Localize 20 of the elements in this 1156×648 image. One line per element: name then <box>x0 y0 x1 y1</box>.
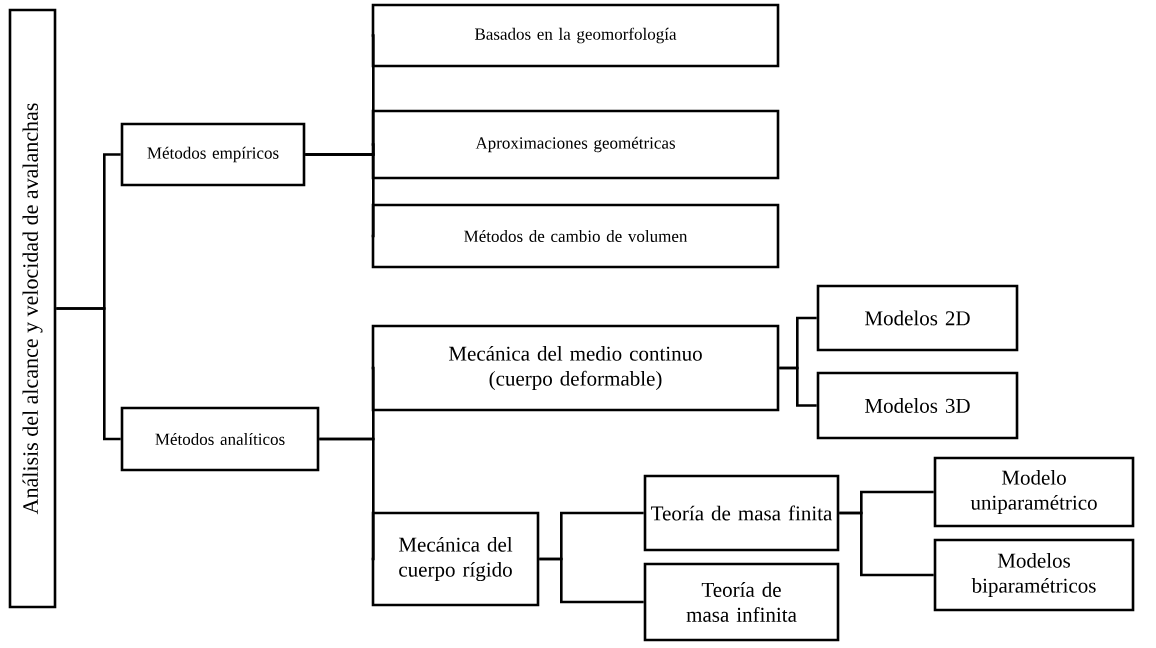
box: Modelo uniparamétrico <box>933 456 1135 528</box>
connector <box>839 511 934 577</box>
connector <box>56 307 121 441</box>
box: Análisis del alcance y velocidad de avalanchas <box>8 8 57 609</box>
box: Mecánica del medio continuo (cuerpo deformable) <box>371 324 780 412</box>
box: Modelos 2D <box>816 284 1019 352</box>
connector <box>305 153 375 238</box>
box: Métodos de cambio de volumen <box>371 203 780 269</box>
box: Modelos 3D <box>816 371 1019 440</box>
box: Teoría de masa infinita <box>643 562 840 642</box>
connector <box>779 366 817 407</box>
box: Mecánica del cuerpo rígido <box>371 511 540 607</box>
connector <box>539 557 644 604</box>
box: Aproximaciones geométricas <box>371 109 780 180</box>
box: Modelos biparamétricos <box>933 538 1135 612</box>
box: Basados en la geomorfología <box>371 3 780 68</box>
box: Métodos analíticos <box>120 406 320 472</box>
box: Métodos empíricos <box>120 122 306 187</box>
connector <box>319 437 375 561</box>
box: Teoría de masa finita <box>643 474 840 552</box>
